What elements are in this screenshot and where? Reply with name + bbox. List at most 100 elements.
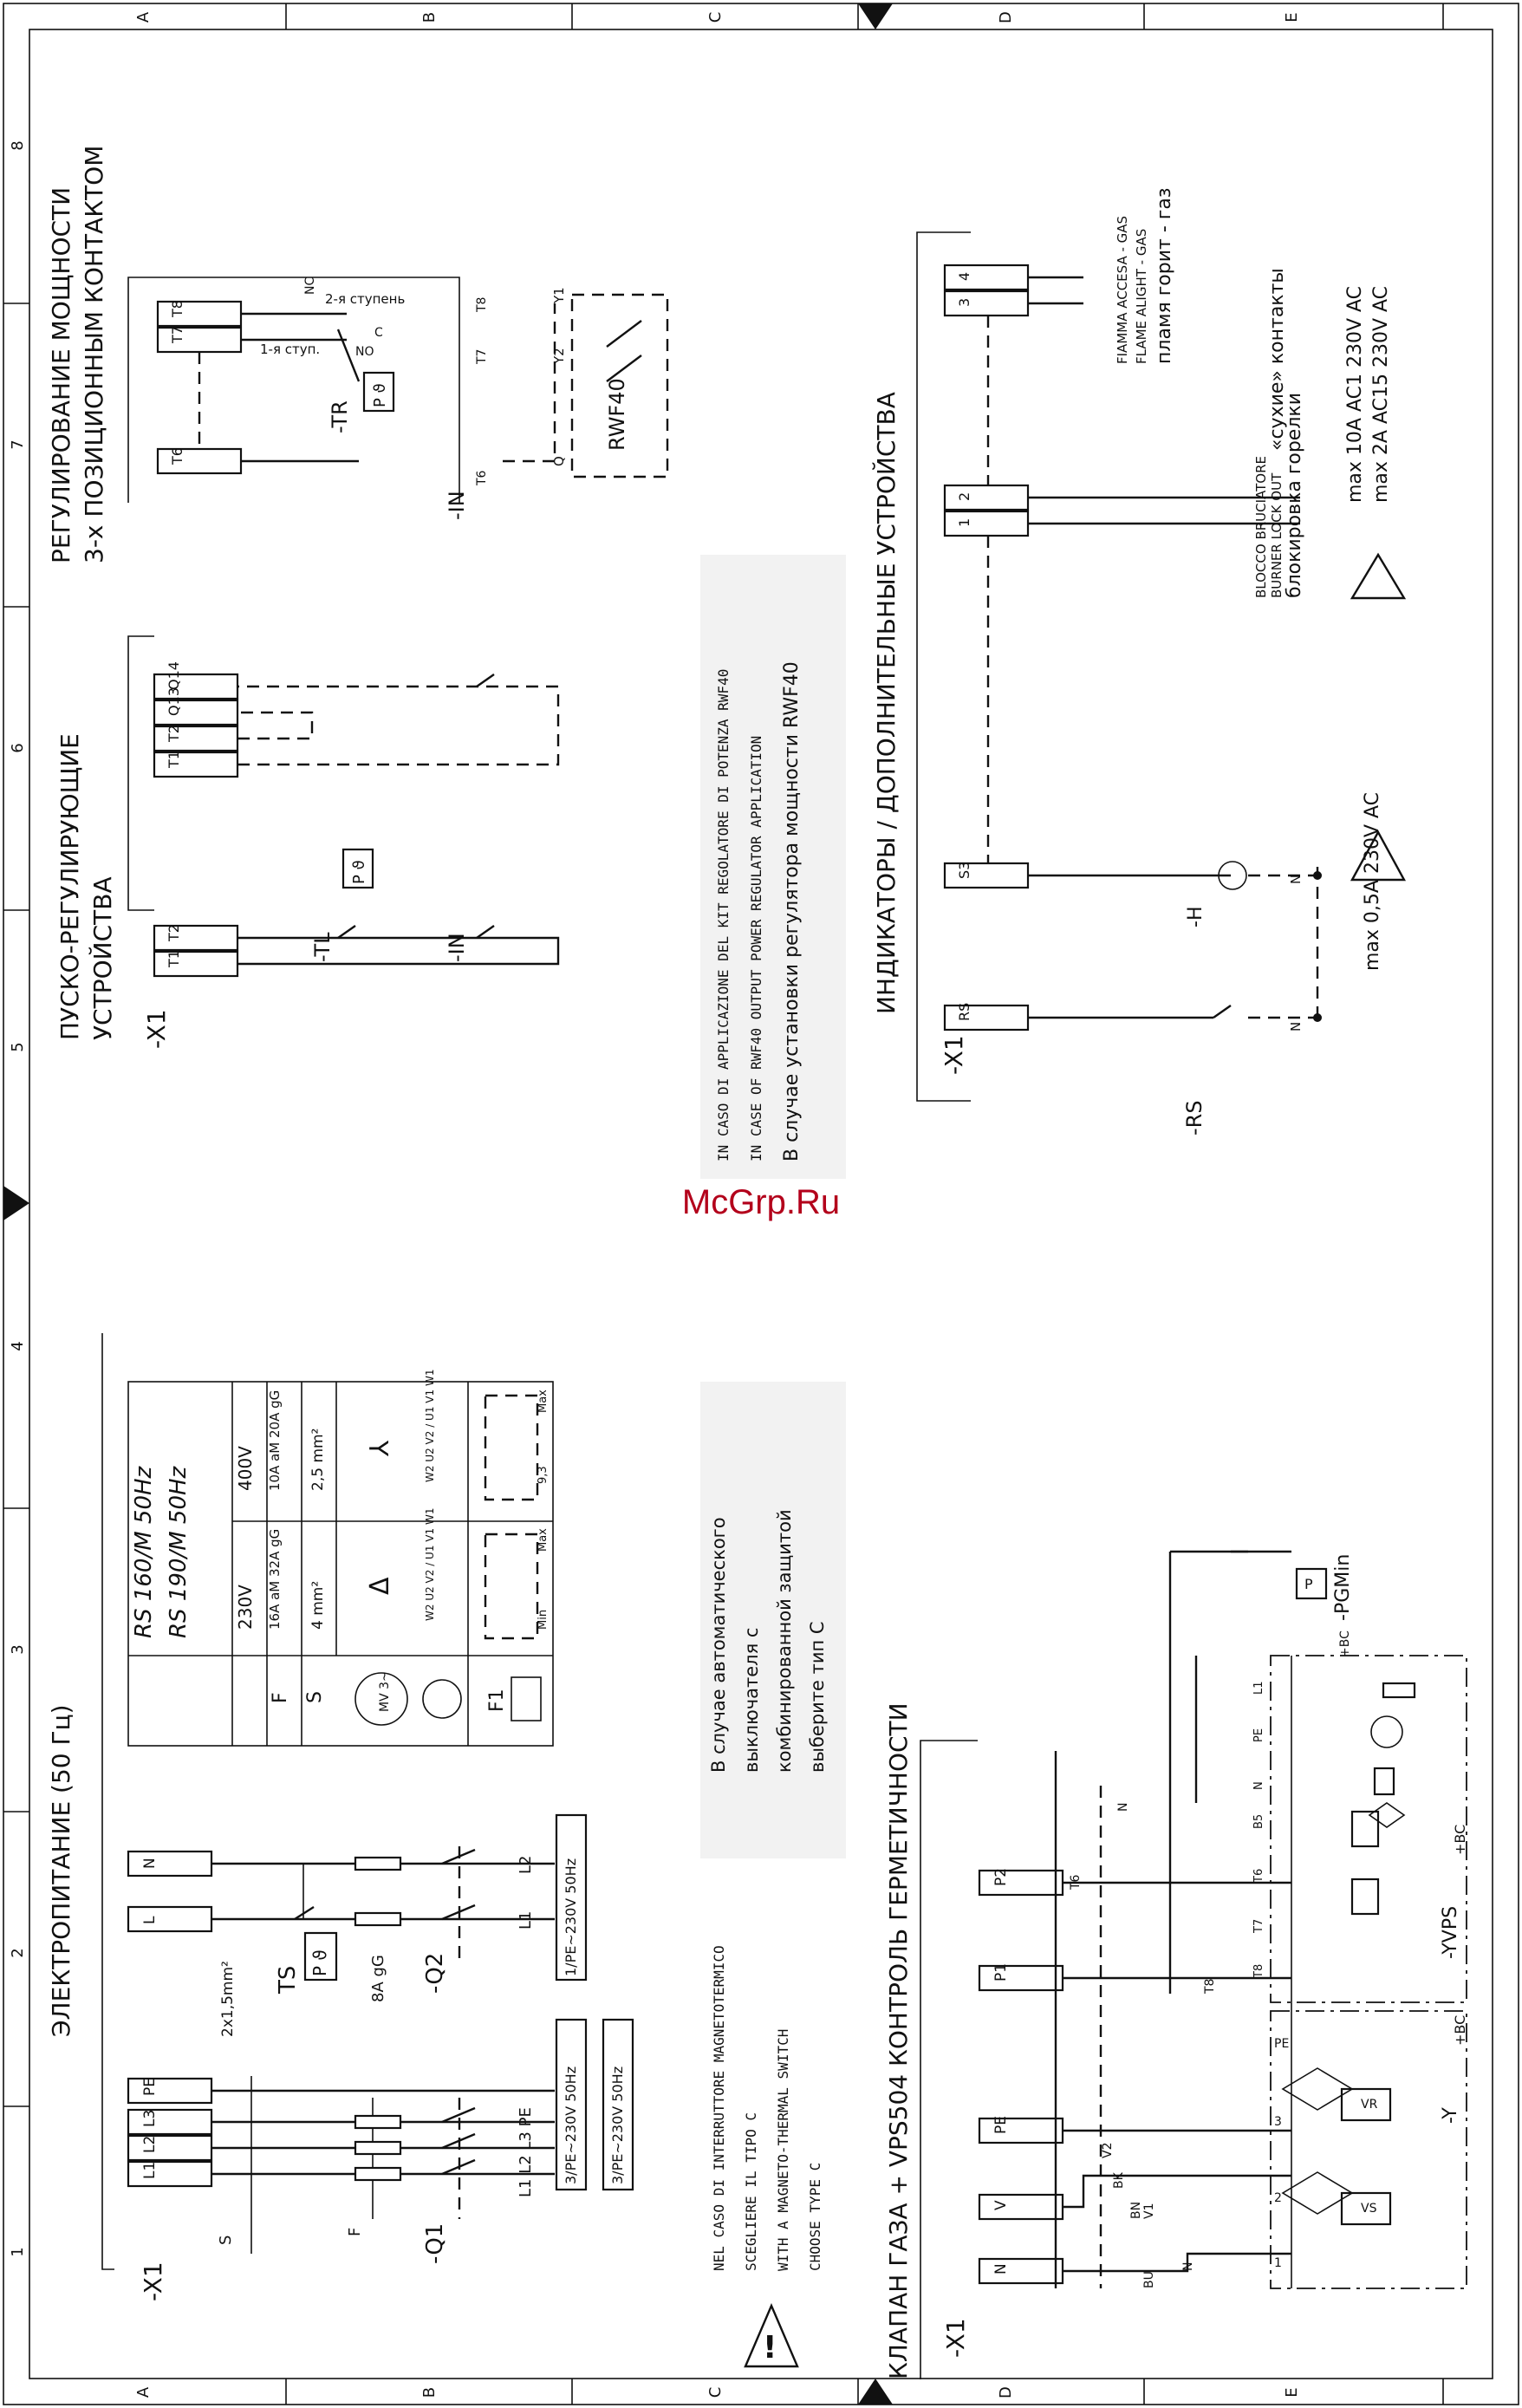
supply-3pe-b: 3/PE∼230V 50Hz — [609, 2066, 626, 2184]
starting-in-b: -IN — [445, 491, 469, 520]
wire-v2: V2 — [1101, 2143, 1115, 2158]
note-en-1: WITH A MAGNETO-THERMAL SWITCH — [775, 2029, 791, 2271]
rwf-t8: T8 — [475, 297, 489, 313]
wire-v1: V1 — [1142, 2203, 1156, 2219]
center-mark-top — [858, 3, 893, 29]
mod-terminal-t7: T7 — [169, 326, 185, 344]
table-row-f: F — [270, 1692, 291, 1703]
valve-pin-pe: PE — [1274, 2037, 1289, 2051]
gas-valve-section: КЛАПАН ГАЗА + VPS504 КОНТРОЛЬ ГЕРМЕТИЧНО… — [884, 1550, 1468, 2379]
ts-probe-label: P ϑ — [309, 1949, 330, 1976]
rwf-label: RWF40 — [605, 378, 629, 451]
ind-terminal-2: 2 — [956, 492, 972, 501]
vps-pin-t6: T6 — [1252, 1869, 1265, 1884]
valve-y: 1 2 3 PE VS VR -Y +BC — [1270, 2010, 1468, 2289]
breaker-note: В случае автоматического выключателя с к… — [700, 1382, 846, 2368]
ind-lamp-h: -H — [1185, 907, 1207, 927]
gas-wires — [1054, 1550, 1292, 2288]
ind-rating-2: max 2A AC15 230V AC — [1370, 286, 1392, 503]
gas-terminal-p2: P2 — [992, 1868, 1010, 1886]
wire-n: N — [1181, 2262, 1195, 2271]
center-mark-bottom — [858, 2379, 893, 2405]
col-label-1: 1 — [9, 2247, 27, 2256]
breaker-q2-label: -Q2 — [422, 1953, 448, 1994]
vps-pin-pe: PE — [1252, 1728, 1265, 1742]
starting-in-a: -IN — [445, 933, 469, 962]
mod-terminal-t6: T6 — [169, 447, 185, 465]
gas-terminal-block: -X1 — [941, 2318, 970, 2358]
starting-wires — [237, 674, 560, 966]
ind-terminal-1: 1 — [956, 518, 972, 527]
cable-section-label: 2x1,5mm² — [219, 1961, 237, 2037]
starting-title-1: ПУСКО-РЕГУЛИРУЮЩИЕ — [55, 733, 84, 1040]
modulation-title-2: 3-х ПОЗИЦИОННЫМ КОНТАКТОМ — [80, 146, 108, 563]
row-label-d-top: D — [997, 11, 1015, 23]
l1-label: L1 — [517, 1911, 535, 1930]
wire-t6: T6 — [1069, 1874, 1083, 1891]
valve-y-label: -Y — [1440, 2107, 1461, 2124]
rwf-t6: T6 — [475, 470, 489, 486]
starting-terminal-q13: Q13 — [166, 687, 182, 716]
starting-terminal-t2b: T2 — [166, 725, 182, 743]
mod-c: C — [374, 326, 383, 340]
pressure-switch-pgmin: P -PGMin +BC — [1231, 1550, 1354, 1657]
mod-nc: NC — [303, 277, 317, 295]
rwf-y1: Y1 — [551, 287, 567, 304]
col-label-4: 4 — [9, 1341, 27, 1350]
table-min: Min — [537, 1610, 550, 1630]
table-delta: Δ — [365, 1577, 395, 1595]
mod-terminal-t8: T8 — [169, 300, 185, 318]
power-supply-section: ЭЛЕКТРОПИТАНИЕ (50 Гц) -X1 L1 L2 L3 PE L… — [47, 1333, 634, 2301]
table-star: ⅄ — [365, 1440, 395, 1456]
col-label-7: 7 — [9, 439, 27, 449]
table-setting: 9,3 — [537, 1466, 550, 1484]
table-motor: MV 3~ — [378, 1671, 392, 1712]
l1-l2-l3-pe-label: L1 L2 L3 PE — [517, 2107, 535, 2197]
valve-bc-label: +BC — [1452, 2015, 1468, 2046]
lamp-h-icon — [1218, 861, 1247, 890]
note-ru-1: В случае автоматического — [708, 1517, 729, 1773]
row-label-e-top: E — [1283, 12, 1301, 22]
breaker-q2: -Q2 — [422, 1846, 476, 1994]
table-f-230: 16A aM 32A gG — [267, 1529, 283, 1630]
table-max-delta: Max — [537, 1528, 550, 1552]
ind-terminal-3: 3 — [956, 298, 972, 307]
table-col-400: 400V — [235, 1446, 256, 1491]
drawing-frame: A B C D E A B C D E 1 2 3 4 5 6 7 8 — [3, 3, 1519, 2405]
indicators-terminal-block: -X1 — [940, 1035, 968, 1075]
terminal-l2: L2 — [141, 2136, 159, 2153]
mod-tr: -TR — [328, 400, 352, 433]
row-label-b-bottom: B — [420, 2387, 439, 2398]
starting-terminals: T1 T2 T1 T2 Q13 Q14 — [153, 661, 239, 978]
row-label-a-bottom: A — [134, 2386, 153, 2398]
note-it-2: SCEGLIERE IL TIPO C — [743, 2112, 759, 2271]
lamp-warning-icon — [1350, 830, 1407, 882]
note-ru-2: выключателя с — [741, 1628, 762, 1773]
vps-pin-t8: T8 — [1252, 1964, 1265, 1979]
starting-terminal-block: -X1 — [142, 1009, 171, 1049]
table-max-star: Max — [537, 1389, 550, 1413]
gas-terminal-p1: P1 — [992, 1963, 1010, 1982]
rwf-note-it: IN CASO DI APPLICAZIONE DEL KIT REGOLATO… — [715, 669, 732, 1162]
terminal-l1: L1 — [141, 2162, 159, 2179]
valve-pin-3: 3 — [1274, 2115, 1282, 2129]
ind-terminal-rs: RS — [956, 1003, 972, 1021]
ind-lockout-it: BLOCCO BRUCIATORE — [1253, 456, 1269, 598]
fuse-f: F S — [217, 2114, 402, 2245]
ind-rating-1: max 10A AC1 230V AC — [1344, 286, 1366, 503]
gas-title: КЛАПАН ГАЗА + VPS504 КОНТРОЛЬ ГЕРМЕТИЧНО… — [884, 1702, 913, 2379]
mod-stage-2: 2-я ступень — [325, 291, 405, 307]
ind-flame-en: FLAME ALIGHT - GAS — [1134, 229, 1149, 364]
cable-s-label: S — [217, 2236, 235, 2245]
power-wires — [211, 1862, 555, 2254]
row-label-a-top: A — [134, 11, 153, 23]
starting-terminal-t1a: T1 — [166, 950, 182, 968]
table-model-2: RS 190/M 50Hz — [166, 1465, 192, 1638]
starting-terminal-t2a: T2 — [166, 924, 182, 942]
pgmin-label: -PGMin — [1332, 1554, 1354, 1621]
valve-vs-icon — [1281, 2171, 1354, 2215]
rwf-t7: T7 — [475, 349, 489, 365]
wire-bk: BK — [1112, 2171, 1126, 2189]
table-col-230: 230V — [235, 1585, 256, 1630]
power-bracket — [101, 1333, 114, 2270]
